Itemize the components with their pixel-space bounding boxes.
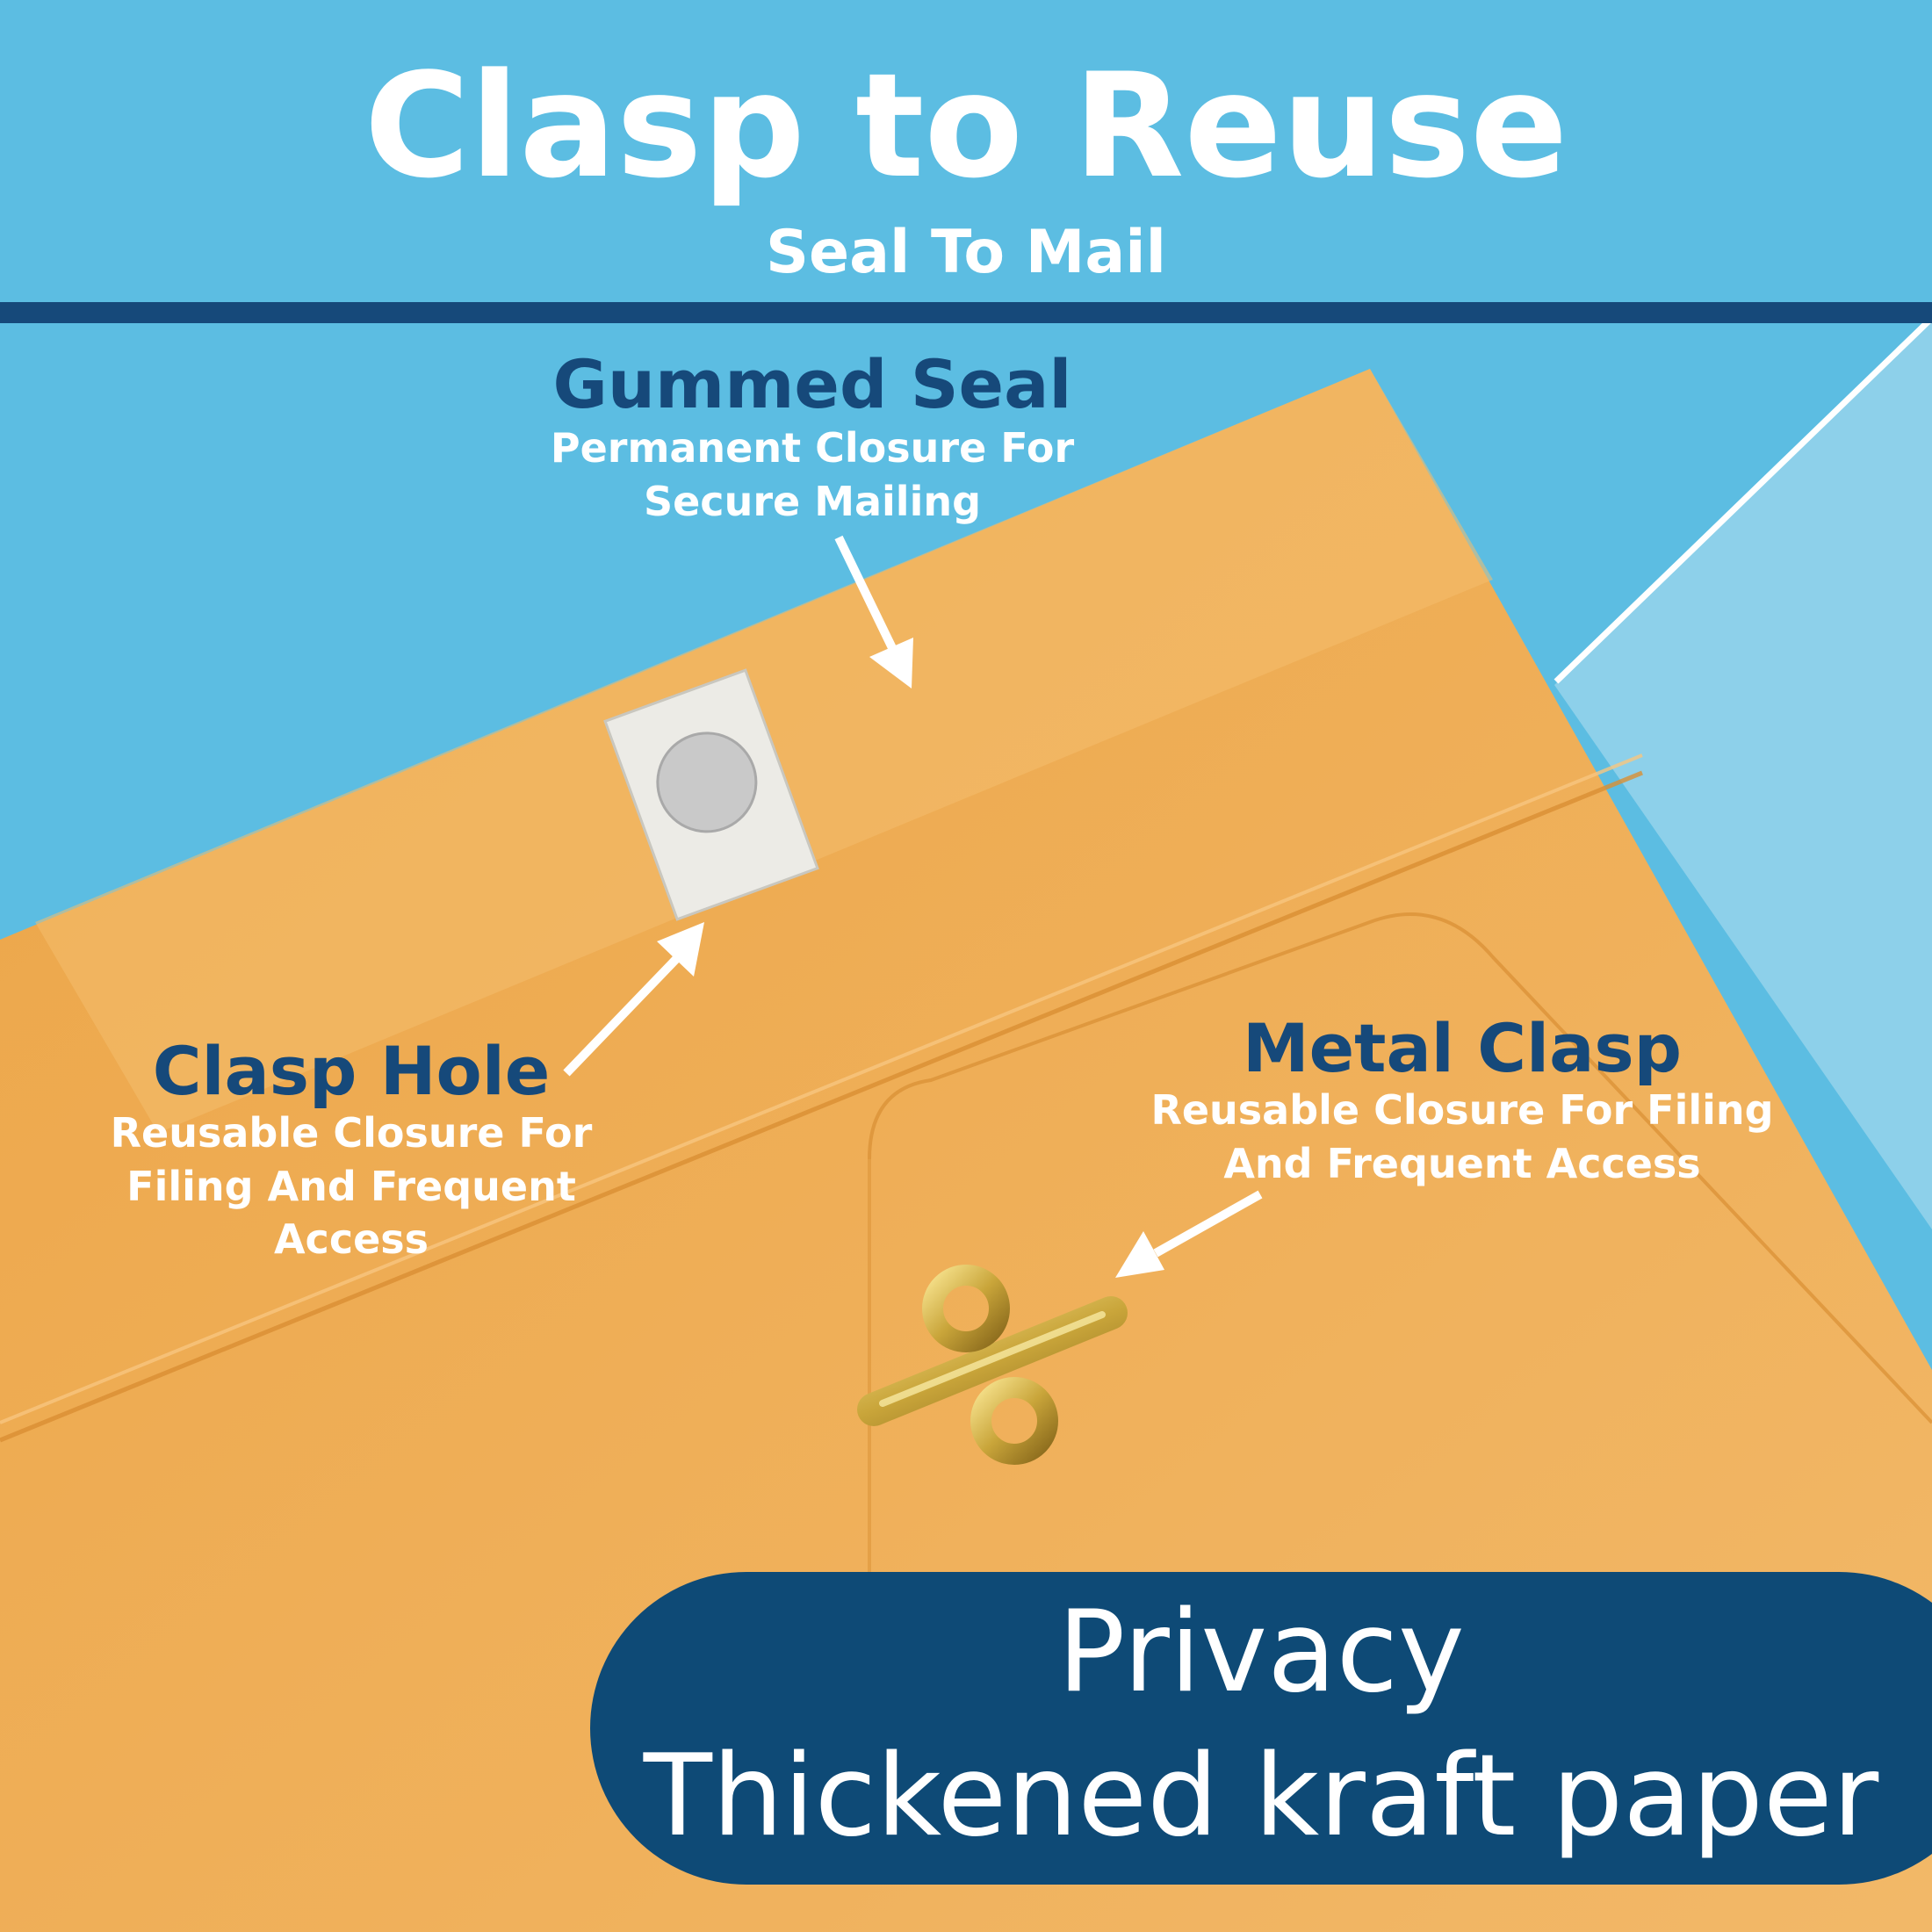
banner-line-kraft-paper: Thickened kraft paper [643,1731,1879,1862]
clasp-hole-line: Access [273,1215,429,1264]
metal-clasp-line: Reusable Closure For Filing [1150,1086,1774,1134]
privacy-banner [590,1572,1932,1885]
clasp-hole-description: Reusable Closure For Filing And Frequent… [70,1107,632,1266]
metal-clasp-description: Reusable Closure For Filing And Frequent… [1098,1084,1827,1190]
header-rule [0,302,1932,323]
clasp-hole-patch [603,668,819,921]
clasp-hole-line: Filing And Frequent [126,1162,576,1210]
metal-clasp-title: Metal Clasp [1242,1009,1683,1087]
flap-edge [0,753,1643,1424]
metal-clasp [857,1265,1128,1465]
banner-line-privacy: Privacy [1057,1587,1465,1718]
clasp-hole-line: Reusable Closure For [110,1109,593,1157]
envelope-flap-outline [868,912,1932,1424]
flap-fold-line [0,770,1643,1443]
gummed-seal-line: Permanent Closure For [550,424,1075,472]
gummed-seal-title: Gummed Seal [552,345,1072,423]
arrow-clasp-hole [563,922,704,1077]
metal-clasp-line: And Frequent Access [1223,1139,1701,1187]
gummed-seal-line: Secure Mailing [643,477,982,525]
arrow-gummed-seal [834,535,913,688]
gummed-seal-description: Permanent Closure For Secure Mailing [492,422,1133,528]
arrow-metal-clasp [1115,1190,1263,1278]
page-title: Clasp to Reuse [364,42,1568,210]
diagonal-white-line [1554,315,1932,684]
light-blue-panel [1554,316,1932,1229]
page-subtitle: Seal To Mail [766,218,1166,287]
clasp-hole-title: Clasp Hole [152,1032,551,1110]
